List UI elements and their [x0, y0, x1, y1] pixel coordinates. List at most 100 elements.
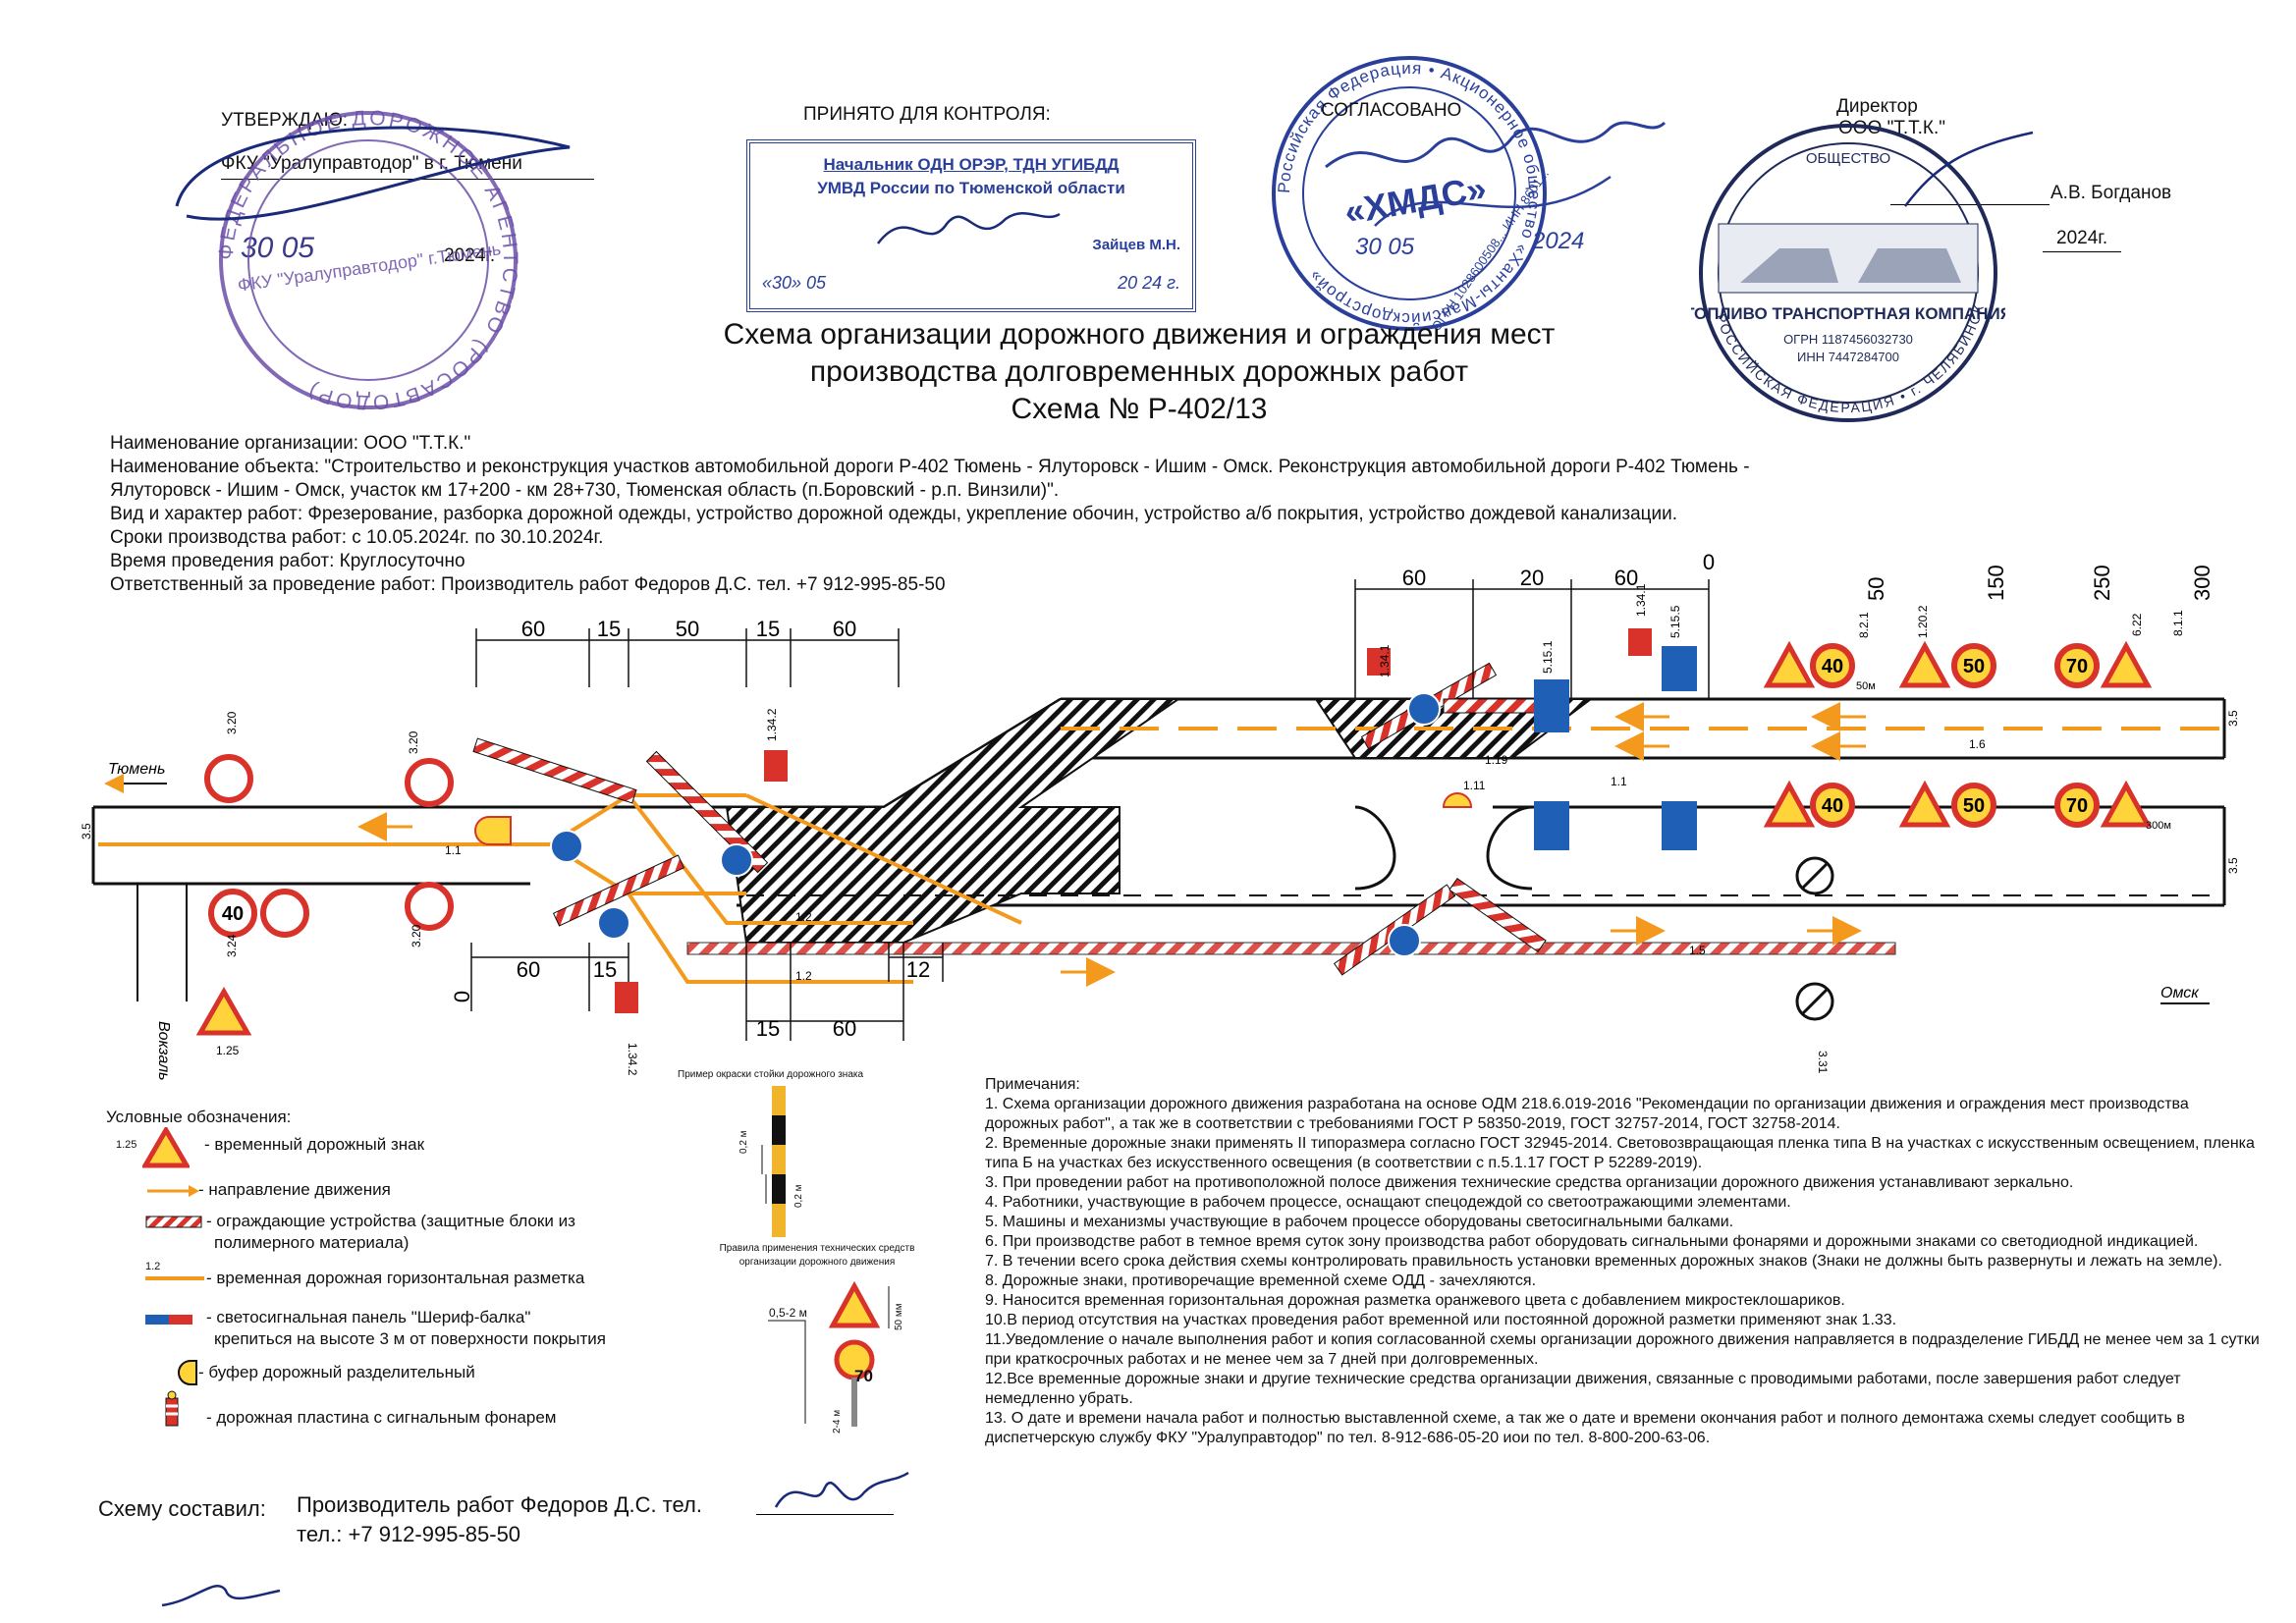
legend-plate-icon: [165, 1390, 179, 1427]
dim-12: 12: [906, 957, 930, 982]
control-signer: Зайцев М.Н.: [1092, 237, 1180, 253]
label-3-24: 3.24: [225, 934, 239, 957]
label-1-25-left: 1.25: [216, 1044, 240, 1057]
note-7: 7. В течении всего срока действия схемы …: [985, 1253, 2222, 1270]
pole-title: Пример окраски стойки дорожного знака: [678, 1069, 864, 1080]
pole-dim-c: 0,5-2 м: [769, 1306, 807, 1320]
notes-block: Примечания: 1. Схема организации дорожно…: [985, 1075, 2262, 1448]
compiled-signature: [774, 1471, 909, 1508]
dim-top-left-4: 15: [756, 617, 780, 641]
label-8-2-1-top: 8.2.1: [1857, 612, 1871, 638]
speed-70-top-icon: [2054, 643, 2100, 688]
dim-top-left-3: 50: [676, 617, 699, 641]
title-line3: Схема № Р-402/13: [1011, 393, 1268, 425]
lane-width-right-top: 3.5: [2226, 710, 2240, 727]
speed-50-bottom-icon: [1951, 783, 1996, 828]
dim-bottom-1: 60: [517, 957, 540, 982]
director-year-line: [2043, 251, 2121, 252]
dim-right-4: 300: [2190, 565, 2214, 601]
legend-marking-icon: [145, 1276, 204, 1280]
compiled-phone: тел.: +7 912-995-85-50: [297, 1522, 521, 1546]
ttk-stamp-top: ОБЩЕСТВО: [1806, 150, 1890, 167]
title-line2: производства долговременных дорожных раб…: [809, 355, 1469, 388]
dims-top-left: [475, 628, 900, 687]
info-terms: Сроки производства работ: с 10.05.2024г.…: [110, 527, 604, 548]
street-label: Вокзальный пер: [155, 1021, 172, 1080]
speed-70-bottom-icon: [2054, 783, 2100, 828]
note-11: 11.Уведомление о начале выполнения работ…: [985, 1331, 2260, 1368]
pole-dim-b: 0,2 м: [793, 1184, 804, 1208]
control-signature: [877, 212, 1061, 244]
label-1-11: 1.11: [1463, 779, 1486, 792]
note-13: 13. О дате и времени начала работ и полн…: [985, 1410, 2185, 1446]
legend-plate: - дорожная пластина с сигнальным фонарем: [206, 1408, 557, 1427]
notes-title: Примечания:: [985, 1076, 1080, 1093]
legend-marking-code: 1.2: [145, 1261, 161, 1272]
director-name: А.В. Богданов: [2050, 183, 2172, 203]
dim-bottom-5: 60: [833, 1016, 856, 1041]
label-8-1-1: 8.1.1: [2171, 610, 2185, 636]
pole-sign-example-icon: [768, 1281, 890, 1427]
info-org: Наименование организации: ООО "Т.Т.К.": [110, 433, 471, 454]
agreed-date: 30 05: [1355, 234, 1415, 260]
label-1-5: 1.5: [1689, 944, 1706, 957]
sign-no-overtaking-icons: [204, 754, 454, 938]
director-year: 2024г.: [2056, 228, 2108, 248]
pole-caption-1: Правила применения технических средств: [719, 1243, 915, 1254]
agreed-signature: [1325, 121, 1667, 227]
pole-dim-d: 50 мм: [894, 1303, 904, 1330]
note-5: 5. Машины и механизмы участвующие в рабо…: [985, 1214, 1734, 1230]
ttk-stamp-center: "ТОПЛИВО ТРАНСПОРТНАЯ КОМПАНИЯ": [1691, 304, 2005, 323]
control-stamp: Начальник ОДН ОРЭР, ТДН УГИБДД УМВД Росс…: [746, 139, 1196, 312]
legend-temp-sign-code: 1.25: [116, 1139, 137, 1151]
dims-top-right: [1354, 579, 1710, 699]
speed-70-top: 70: [2066, 656, 2088, 677]
agreed-label: СОГЛАСОВАНО: [1321, 100, 1462, 121]
end-restriction-sign-icons: [1795, 856, 1834, 1021]
speed-40-bottom: 40: [1822, 795, 1843, 817]
dim-right-2: 150: [1984, 565, 2008, 601]
lane-width-right-bottom: 3.5: [2226, 857, 2240, 874]
info-time: Время проведения работ: Круглосуточно: [110, 551, 465, 571]
ttk-stamp-inn: ИНН 7447284700: [1797, 350, 1899, 364]
control-label: ПРИНЯТО ДЛЯ КОНТРОЛЯ:: [803, 104, 1051, 125]
dims-right-text: 50 150 250 300: [1864, 565, 2214, 601]
dim-bottom-2: 15: [593, 957, 617, 982]
info-block: Наименование организации: ООО "Т.Т.К." Н…: [110, 432, 1976, 597]
label-1-2-b: 1.2: [795, 969, 812, 983]
direction-arrows: [357, 702, 1866, 987]
dim-right-3: 250: [2090, 565, 2114, 601]
approve-label: УТВЕРЖДАЮ:: [221, 110, 349, 131]
label-1-1: 1.1: [1611, 775, 1627, 788]
hmds-stamp: Российская Федерация • Акционерное общес…: [1272, 56, 1552, 334]
note-9: 9. Наносится временная горизонтальная до…: [985, 1292, 1845, 1309]
info-responsible: Ответственный за проведение работ: Произ…: [110, 574, 946, 595]
legend-roadworks-icon: [142, 1127, 190, 1168]
control-date: «30» 05: [762, 273, 827, 293]
speed-40-left-icon: [208, 889, 257, 938]
info-works: Вид и характер работ: Фрезерование, разб…: [110, 504, 1678, 524]
pole-example-icon: [761, 1086, 786, 1237]
speed-40-top-icon: [1810, 643, 1855, 688]
dim-top-right-3: 60: [1614, 566, 1638, 590]
legend-barrier-icon: [145, 1216, 202, 1228]
label-50m: 50м: [1856, 680, 1876, 692]
speed-50-top: 50: [1963, 656, 1985, 677]
speed-70-bottom: 70: [2066, 795, 2088, 817]
legend-barriers-1: - ограждающие устройства (защитные блоки…: [206, 1212, 575, 1230]
lane-info-sign-icons: [1534, 646, 1697, 850]
label-1-6: 1.6: [1969, 737, 1986, 751]
speed-limit-signs: 40 40 50 70 40 50 70: [208, 643, 2100, 938]
title-line1: Схема организации дорожного движения и о…: [723, 318, 1556, 351]
compiled-sign-line: [756, 1514, 894, 1515]
approve-date: 30 05: [241, 232, 315, 264]
dim-top-left-1: 60: [521, 617, 545, 641]
note-10: 10.В период отсутствия на участках прове…: [985, 1312, 1897, 1328]
label-3-20-a: 3.20: [225, 711, 239, 734]
pole-dim-e: 2-4 м: [832, 1409, 843, 1434]
info-object-2: Ялуторовск - Ишим - Омск, участок км 17+…: [110, 480, 1060, 501]
city-left: Тюмень: [108, 761, 165, 778]
dims-top-left-text: 60 15 50 15 60: [521, 617, 856, 641]
legend-title: Условные обозначения:: [106, 1108, 292, 1126]
legend-buffer-icon: [178, 1360, 197, 1385]
